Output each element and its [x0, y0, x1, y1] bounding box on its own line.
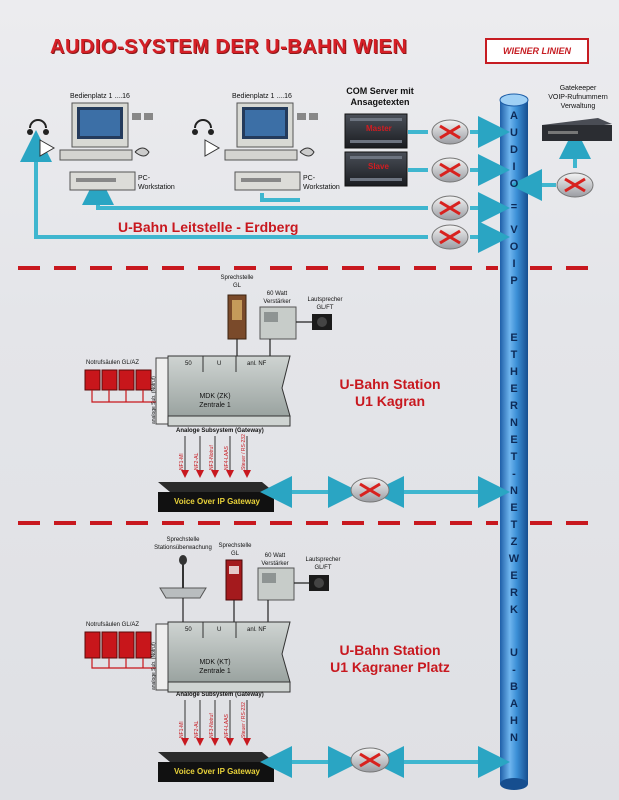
page-title: AUDIO-SYSTEM DER U-BAHN WIEN	[50, 36, 408, 58]
station2-mdk-label: MDK (KT) Zentrale 1	[199, 659, 231, 675]
router-icon	[350, 747, 390, 773]
wiener-linien-logo: WIENER LINIEN	[485, 38, 589, 64]
workstation1-label: Bedienplatz 1 ....16	[70, 93, 130, 100]
com-server-label: COM Server mit Ansagetexten	[346, 86, 414, 107]
station2-port-nf: anl. NF	[247, 627, 267, 633]
station1-gateway-label: Voice Over IP Gateway	[174, 497, 260, 506]
control-center-name: U-Bahn Leitstelle - Erdberg	[118, 219, 299, 235]
control-center-links	[20, 116, 591, 253]
station2-line-label: NF4-LAAS	[224, 714, 230, 738]
router-icon	[431, 119, 469, 145]
station2-line-label: NF2-AL	[194, 720, 200, 738]
station1-line-label: NF3-Notruf	[209, 445, 215, 470]
station1-line-label: NF1-MI	[179, 453, 185, 470]
station2-subsystem-label: Analoge Subsystem (Gateway)	[176, 692, 264, 698]
station1-mdk-label: MDK (ZK) Zentrale 1	[199, 393, 231, 409]
station2-port-50: 50	[185, 627, 192, 633]
station2-sprechstelle-ue-label: Sprechstelle Stationsüberwachung	[154, 537, 212, 551]
master-label: Master	[366, 124, 392, 133]
station2-line-label: NF3-Notruf	[209, 713, 215, 738]
router-icon	[431, 157, 469, 183]
router-icon	[431, 195, 469, 221]
voip-gateway-2	[158, 752, 274, 782]
station1-port-nf: anl. NF	[247, 361, 267, 367]
station1-port-50: 50	[185, 361, 192, 367]
workstation2-label: Bedienplatz 1 ....16	[232, 93, 292, 100]
station2-name: U-Bahn Station U1 Kagraner Platz	[330, 642, 450, 675]
router-icon	[431, 224, 469, 250]
station1-line-label: NF4-LAAS	[224, 446, 230, 470]
router-icon	[556, 172, 594, 198]
voip-gateway-1	[158, 482, 274, 512]
gatekeeper-device-icon	[542, 118, 612, 141]
station1-line-label: Steuer / RS-232	[241, 434, 247, 470]
logo-text: WIENER LINIEN	[502, 46, 571, 56]
station2-sprechstelle-label: Sprechstelle GL	[218, 543, 252, 557]
station1-port-u: U	[217, 361, 222, 367]
station2-equipment	[84, 555, 329, 746]
gatekeeper-label: Gatekeeper VOIP-Rufnummern Verwaltung	[548, 85, 608, 110]
station2-line-label: NF1-MI	[179, 721, 185, 738]
slave-label: Slave	[368, 162, 389, 171]
pc-workstation2-label: PC- Workstation	[303, 175, 340, 191]
station1-analog-side-label: analoge Sub. (Notruf)	[151, 376, 157, 424]
workstation-icon	[192, 102, 318, 191]
station2-port-u: U	[217, 627, 222, 633]
station1-speaker-label: Lautsprecher GL/FT	[307, 297, 343, 311]
station2-line-label: Steuer / RS-232	[241, 702, 247, 738]
station2-gateway-label: Voice Over IP Gateway	[174, 767, 260, 776]
slave-server-icon	[344, 151, 408, 187]
station1-notruf-label: Notrufsäulen GL/AZ	[86, 360, 140, 366]
station2-notruf-label: Notrufsäulen GL/AZ	[86, 622, 140, 628]
station1-subsystem-label: Analoge Subsystem (Gateway)	[176, 428, 264, 434]
station1-name: U-Bahn Station U1 Kagran	[339, 376, 441, 409]
master-server-icon	[344, 113, 408, 149]
station2-speaker-label: Lautsprecher GL/FT	[305, 557, 341, 571]
station1-equipment	[84, 294, 332, 478]
station2-analog-side-label: analoge Sub. (Notruf)	[151, 642, 157, 690]
router-icon	[350, 477, 390, 503]
workstation-icon	[27, 102, 153, 191]
station1-sprechstelle-label: Sprechstelle GL	[220, 275, 254, 289]
pc-workstation1-label: PC- Workstation	[138, 175, 175, 191]
station1-line-label: NF2-AL	[194, 452, 200, 470]
station2-amplifier-label: 60 Watt Verstärker	[261, 553, 289, 567]
station1-amplifier-label: 60 Watt Verstärker	[263, 291, 291, 305]
